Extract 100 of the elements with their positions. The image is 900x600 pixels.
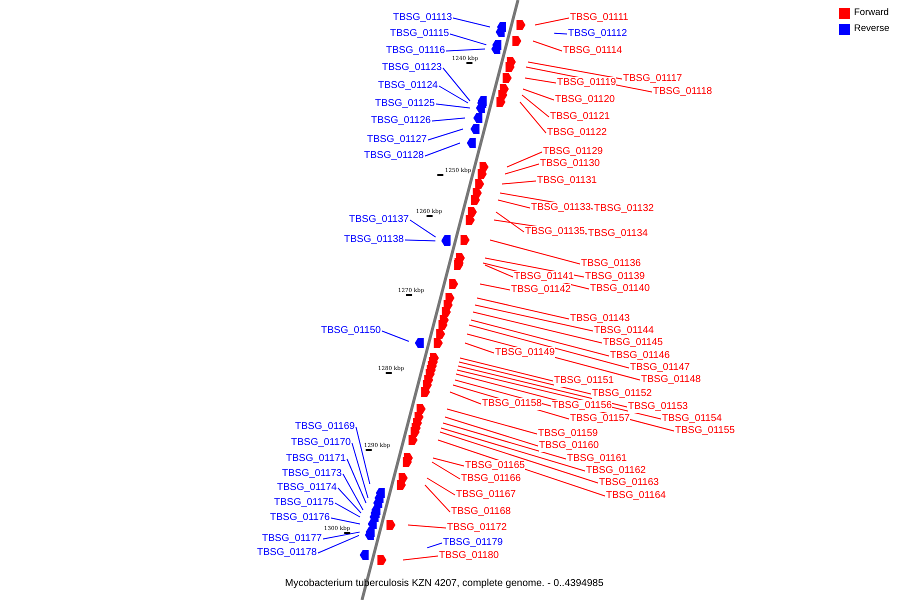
gene-label: TBSG_01175 <box>274 497 334 509</box>
leader-line <box>460 358 554 382</box>
leader-line <box>442 68 470 102</box>
leader-line <box>502 180 536 184</box>
gene-label: TBSG_01171 <box>286 453 346 465</box>
gene-label: TBSG_01127 <box>367 134 427 146</box>
gene-label: TBSG_01169 <box>295 421 355 433</box>
leader-line <box>436 104 470 108</box>
leader-line <box>446 408 538 434</box>
leader-line <box>334 502 360 518</box>
leader-line <box>404 240 436 242</box>
gene-label: TBSG_01177 <box>262 533 322 545</box>
gene-label: TBSG_01165 <box>465 460 525 472</box>
gene-label: TBSG_01154 <box>662 413 722 425</box>
leader-line <box>480 284 510 290</box>
leader-line <box>506 152 542 168</box>
leader-line <box>446 48 486 52</box>
leader-line <box>496 212 524 232</box>
leader-line <box>522 88 554 100</box>
leader-line <box>318 534 360 554</box>
leader-line <box>432 458 464 466</box>
leader-line <box>468 324 630 368</box>
leader-line <box>476 298 570 320</box>
legend-label: Reverse <box>854 23 890 34</box>
leader-line <box>432 118 466 122</box>
gene-label: TBSG_01140 <box>590 283 650 295</box>
gene-label: TBSG_01113 <box>393 12 452 24</box>
leader-line <box>442 422 566 460</box>
gene-label: TBSG_01133 <box>531 202 591 214</box>
gene-label: TBSG_01134 <box>588 228 648 240</box>
gene-label: TBSG_01172 <box>447 522 507 534</box>
leader-line <box>452 18 490 28</box>
leader-line <box>498 200 530 208</box>
leader-line <box>426 478 456 496</box>
leader-line <box>426 542 442 548</box>
leader-line <box>532 40 562 52</box>
leader-line <box>356 426 370 484</box>
gene-label: TBSG_01167 <box>456 489 516 501</box>
leader-line <box>382 330 410 342</box>
gene-label: TBSG_01130 <box>540 158 600 170</box>
gene-label: TBSG_01143 <box>570 313 630 325</box>
gene-label: TBSG_01163 <box>599 477 659 489</box>
leader-line <box>346 458 366 504</box>
legend-label: Forward <box>854 7 889 18</box>
gene-label: TBSG_01158 <box>482 398 542 410</box>
caption: Mycobacterium tuberculosis KZN 4207, complete genome. - 0..4394985 <box>285 578 604 589</box>
leader-line <box>450 34 487 46</box>
gene-label: TBSG_01173 <box>282 468 342 480</box>
leader-line <box>520 102 546 134</box>
leader-line <box>438 86 468 104</box>
gene-label: TBSG_01157 <box>570 413 630 425</box>
gene-label: TBSG_01128 <box>364 150 424 162</box>
leader-line <box>338 488 362 514</box>
leader-line <box>470 320 610 356</box>
gene-label: TBSG_01118 <box>653 86 712 98</box>
leader-line <box>424 142 460 156</box>
leader-line <box>330 518 360 524</box>
gene-label: TBSG_01152 <box>592 388 652 400</box>
gene-label: TBSG_01145 <box>603 337 663 349</box>
leader-line <box>474 304 594 332</box>
gene-label: TBSG_01155 <box>675 425 735 437</box>
gene-label: TBSG_01125 <box>375 98 435 110</box>
gene-label: TBSG_01114 <box>563 45 622 57</box>
gene-label: TBSG_01112 <box>568 28 628 40</box>
leader-line <box>342 474 364 510</box>
gene-label: TBSG_01122 <box>547 127 607 139</box>
gene-label: TBSG_01164 <box>606 490 666 502</box>
gene-label: TBSG_01151 <box>554 375 614 387</box>
gene-label: TBSG_01120 <box>555 94 615 106</box>
gene-label: TBSG_01147 <box>630 362 690 374</box>
gene-label: TBSG_01174 <box>277 482 337 494</box>
leader-line <box>522 94 550 118</box>
gene-label: TBSG_01117 <box>623 73 682 85</box>
gene-label: TBSG_01124 <box>378 80 438 92</box>
leader-line <box>440 432 598 484</box>
leader-line <box>402 556 438 560</box>
gene-label: TBSG_01139 <box>585 271 645 283</box>
gene-label: TBSG_01150 <box>321 325 381 337</box>
gene-label: TBSG_01141 <box>514 271 574 283</box>
leader-line <box>410 220 436 238</box>
gene-label: TBSG_01119 <box>557 77 616 89</box>
gene-label: TBSG_01137 <box>349 214 409 226</box>
gene-label: TBSG_01116 <box>386 45 446 57</box>
gene-label: TBSG_01121 <box>550 111 610 123</box>
gene-label: TBSG_01168 <box>451 506 511 518</box>
gene-label: TBSG_01179 <box>443 537 503 549</box>
gene-label: TBSG_01178 <box>257 547 317 559</box>
leader-line <box>484 264 514 278</box>
gene-label: TBSG_01160 <box>539 440 599 452</box>
gene-label: TBSG_01129 <box>543 146 603 158</box>
gene-label: TBSG_01176 <box>270 512 330 524</box>
gene-label: TBSG_01132 <box>594 203 654 215</box>
leader-line <box>444 416 538 446</box>
leader-line <box>534 18 570 26</box>
leader-line <box>440 428 586 472</box>
gene-label: TBSG_01142 <box>511 284 571 296</box>
gene-label: TBSG_01126 <box>371 115 431 127</box>
leader-line <box>472 312 602 344</box>
leader-line <box>504 164 540 174</box>
gene-label: TBSG_01115 <box>390 28 450 40</box>
